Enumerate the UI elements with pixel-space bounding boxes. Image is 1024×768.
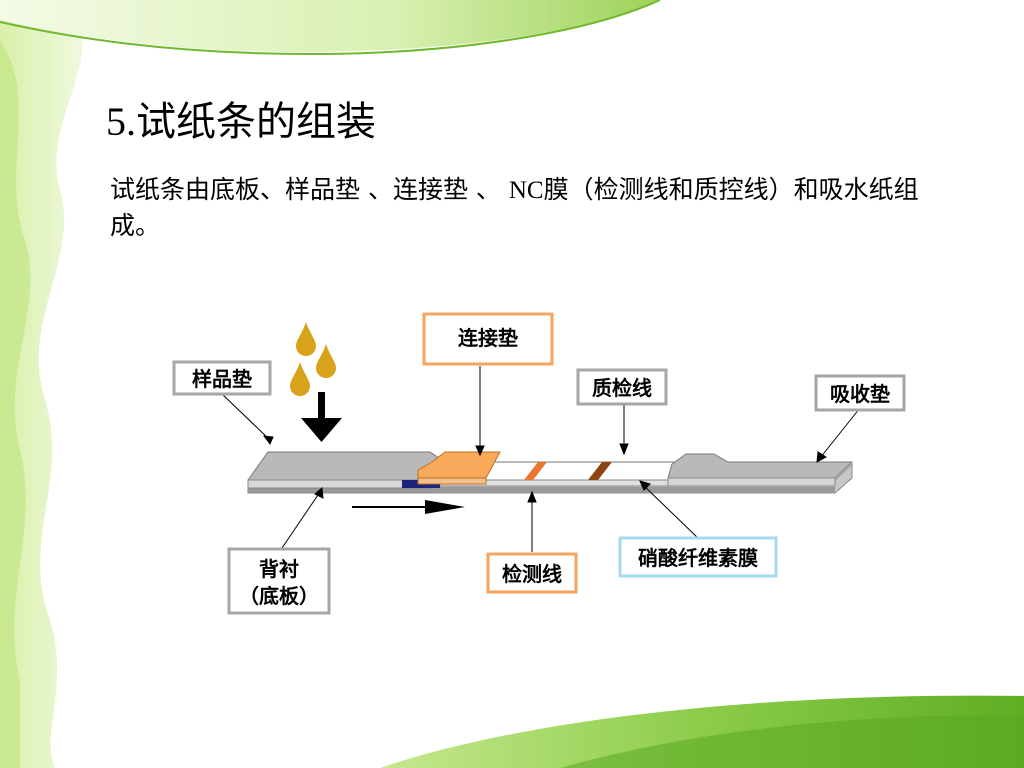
top-leaf-edge: [0, 0, 661, 56]
slide-title: 5.试纸条的组装: [106, 98, 376, 146]
label-test-line: 检测线: [486, 552, 578, 594]
body-text-part2: 膜（检测线和质控线）和吸水纸组成。: [110, 175, 919, 240]
title-number: 5.: [106, 99, 136, 144]
label-backing: 背衬 （底板）: [227, 547, 331, 615]
label-test-line-text: 检测线: [502, 562, 562, 586]
left-wave-ribbon-inner: [0, 40, 31, 768]
label-sample-pad: 样品垫: [172, 360, 272, 396]
left-wave-ribbon: [0, 0, 83, 768]
label-conjugate-pad-text: 连接垫: [458, 326, 518, 350]
down-arrow-icon: [301, 392, 342, 442]
label-sample-pad-text: 样品垫: [192, 367, 252, 391]
conjugate-pad: [417, 451, 501, 485]
label-absorbent-pad: 吸收垫: [814, 374, 906, 412]
title-text: 试纸条的组装: [136, 99, 376, 145]
absorbent-pad: [667, 453, 854, 487]
label-backing-line1: 背衬: [259, 557, 299, 581]
bottom-leaf-shade: [560, 715, 1024, 768]
body-text-nc: NC: [508, 177, 544, 204]
flow-direction-arrow-icon: [352, 500, 465, 514]
sample-pad: [247, 451, 471, 489]
label-backing-line2: （底板）: [239, 584, 319, 608]
label-conjugate-pad: 连接垫: [422, 312, 554, 366]
control-line-mark: [588, 462, 612, 480]
test-line-mark: [524, 462, 547, 480]
body-text-part1: 试纸条由底板、样品垫 、连接垫 、: [110, 175, 509, 204]
leader-lines: [221, 366, 861, 552]
top-leaf: [0, 0, 660, 52]
label-nc-membrane: 硝酸纤维素膜: [618, 536, 778, 578]
label-absorbent-pad-text: 吸收垫: [830, 382, 890, 406]
label-control-line-text: 质检线: [592, 376, 652, 400]
body-paragraph: 试纸条由底板、样品垫 、连接垫 、 NC膜（检测线和质控线）和吸水纸组成。: [110, 172, 950, 243]
label-control-line: 质检线: [576, 368, 668, 406]
label-nc-membrane-text: 硝酸纤维素膜: [638, 546, 758, 570]
water-drop-icon: [290, 322, 336, 396]
